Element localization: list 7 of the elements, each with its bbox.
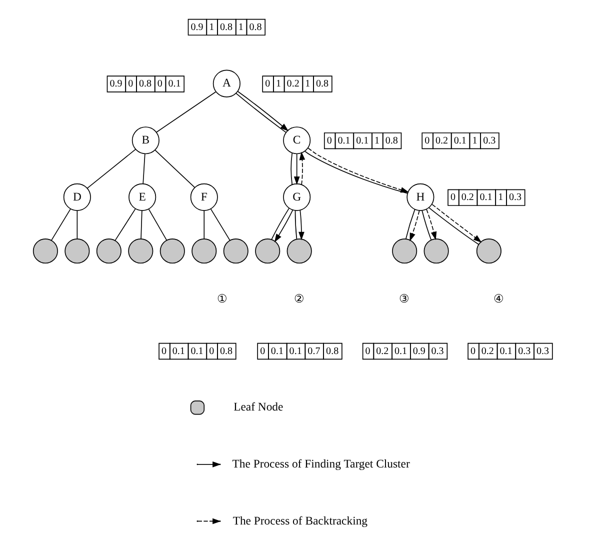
node-label: ② (294, 292, 305, 306)
node-label: ③ (399, 292, 410, 306)
node-label: ④ (493, 292, 504, 306)
legend-label: The Process of Backtracking (232, 514, 368, 528)
legend-label: The Process of Finding Target Cluster (232, 458, 410, 471)
node-label: ① (217, 292, 228, 306)
legend-label: Leaf Node (234, 400, 284, 414)
